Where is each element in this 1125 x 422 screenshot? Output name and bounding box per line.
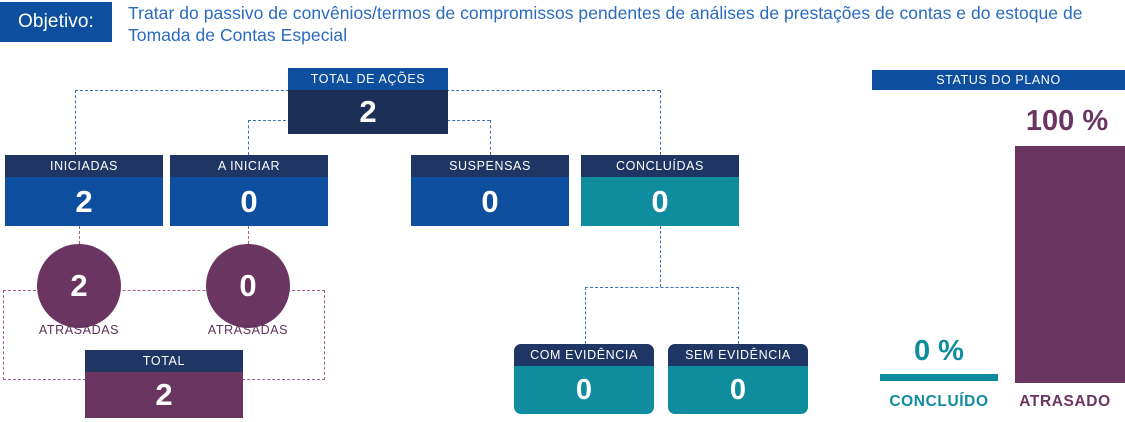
status-panel-title: STATUS DO PLANO (872, 70, 1125, 90)
card-iniciadas[interactable]: INICIADAS 2 (5, 155, 163, 226)
card-sem-evidencia-title: SEM EVIDÊNCIA (668, 344, 808, 366)
card-concluidas[interactable]: CONCLUÍDAS 0 (581, 155, 739, 226)
connector-drop-a-iniciar (248, 120, 249, 155)
card-iniciadas-value: 2 (5, 177, 163, 226)
circle-atrasadas-iniciadas-label: ATRASADAS (38, 323, 120, 337)
card-a-iniciar-value: 0 (170, 177, 328, 226)
card-a-iniciar[interactable]: A INICIAR 0 (170, 155, 328, 226)
status-percent-atrasado: 100 % (1025, 105, 1109, 137)
circle-atrasadas-iniciadas[interactable]: 2 (37, 244, 121, 328)
objective-text: Tratar do passivo de convênios/termos de… (128, 3, 1083, 45)
connector-drop-sem-evidencia (738, 287, 739, 344)
card-com-evidencia-title: COM EVIDÊNCIA (514, 344, 654, 366)
circle-atrasadas-a-iniciar-value: 0 (239, 268, 257, 303)
connector-iniciadas-to-circle (79, 226, 80, 244)
card-com-evidencia[interactable]: COM EVIDÊNCIA 0 (514, 344, 654, 414)
card-sem-evidencia-value: 0 (668, 366, 808, 414)
card-concluidas-value: 0 (581, 177, 739, 226)
card-total-acoes-title: TOTAL DE AÇÕES (288, 68, 448, 90)
objective-badge-label: Objetivo: (18, 11, 94, 32)
status-panel-title-label: STATUS DO PLANO (936, 73, 1061, 87)
card-total-acoes-value: 2 (288, 90, 448, 134)
status-label-concluido: CONCLUÍDO (889, 393, 989, 410)
card-suspensas-value: 0 (411, 177, 569, 226)
connector-drop-com-evidencia (585, 287, 586, 344)
card-suspensas-title: SUSPENSAS (411, 155, 569, 177)
card-total-acoes[interactable]: TOTAL DE AÇÕES 2 (288, 68, 448, 134)
connector-a-iniciar-to-circle (248, 226, 249, 244)
card-suspensas[interactable]: SUSPENSAS 0 (411, 155, 569, 226)
objective-badge: Objetivo: (0, 2, 112, 42)
status-bar-concluido (880, 374, 998, 381)
circle-atrasadas-iniciadas-value: 2 (70, 268, 88, 303)
circle-atrasadas-a-iniciar-label: ATRASADAS (207, 323, 289, 337)
connector-drop-concluidas (660, 90, 661, 155)
card-total-title: TOTAL (85, 350, 243, 372)
status-percent-concluido: 0 % (914, 335, 964, 367)
card-total-value: 2 (85, 372, 243, 418)
circle-atrasadas-a-iniciar[interactable]: 0 (206, 244, 290, 328)
status-label-atrasado: ATRASADO (1019, 393, 1111, 410)
card-total[interactable]: TOTAL 2 (85, 350, 243, 418)
card-com-evidencia-value: 0 (514, 366, 654, 414)
card-iniciadas-title: INICIADAS (5, 155, 163, 177)
card-sem-evidencia[interactable]: SEM EVIDÊNCIA 0 (668, 344, 808, 414)
connector-drop-iniciadas (75, 90, 76, 155)
connector-evidence-bus (585, 287, 739, 288)
connector-drop-suspensas (490, 120, 491, 155)
card-concluidas-title: CONCLUÍDAS (581, 155, 739, 177)
connector-concluidas-down (660, 226, 661, 287)
card-a-iniciar-title: A INICIAR (170, 155, 328, 177)
status-bar-atrasado (1015, 146, 1125, 383)
